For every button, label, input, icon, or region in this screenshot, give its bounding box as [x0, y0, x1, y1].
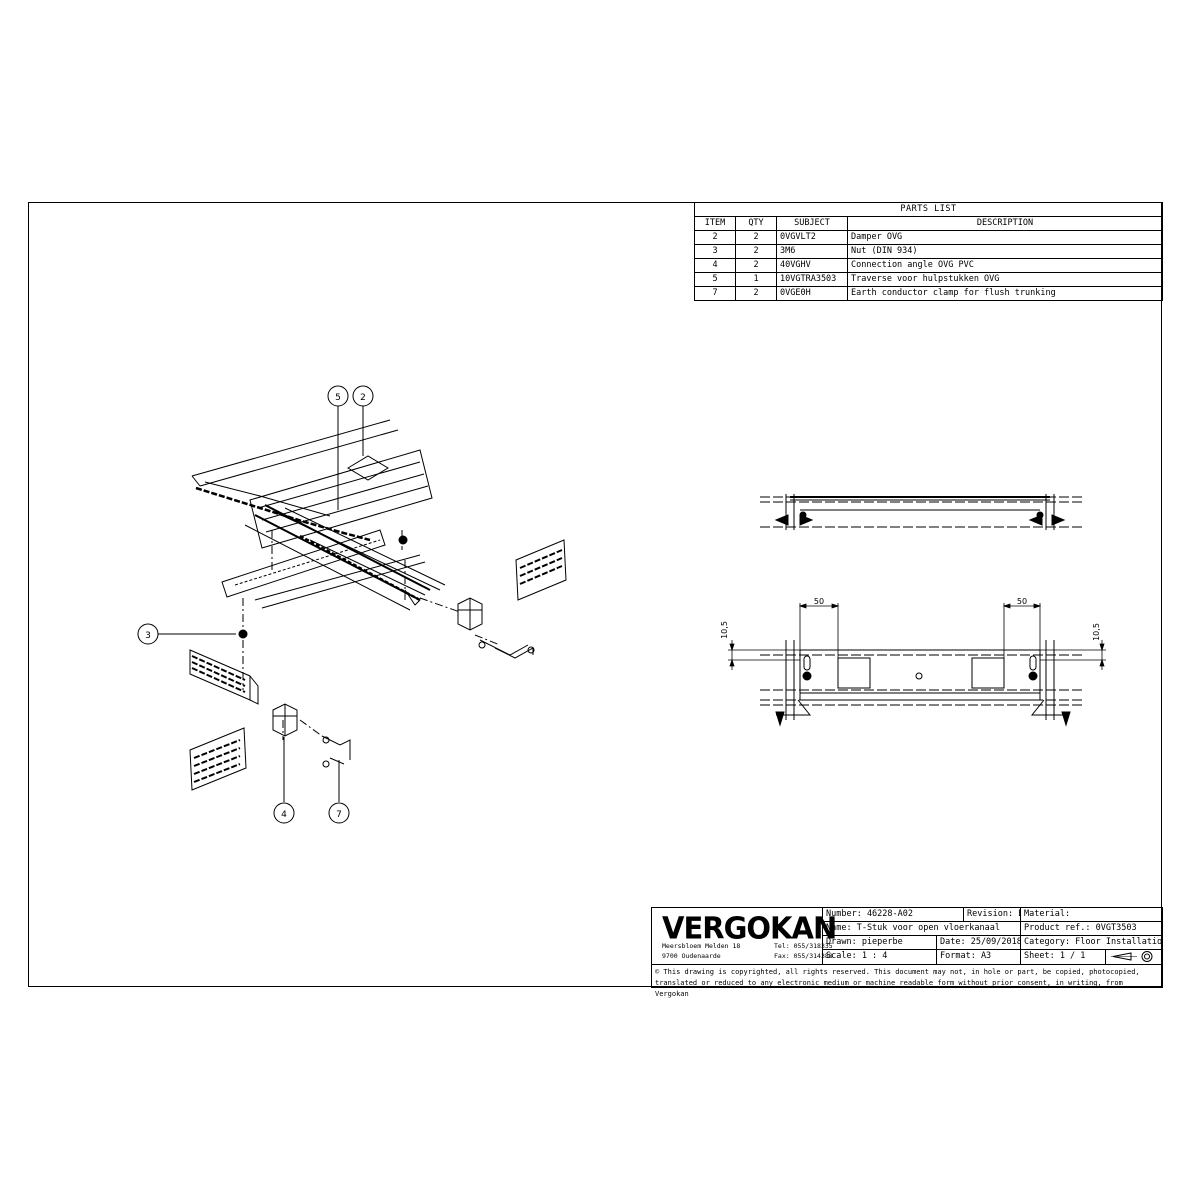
- trunking-section: [515, 539, 567, 601]
- dimension-label: 10,5: [720, 621, 729, 639]
- earth-clamp-part: [321, 639, 535, 768]
- top-view: [760, 640, 1082, 727]
- nut-part: [238, 629, 248, 639]
- balloon: 2: [352, 385, 374, 407]
- cell-description: Earth conductor clamp for flush trunking: [847, 286, 1163, 301]
- cell-item: 7: [694, 286, 736, 301]
- leader-lines: [158, 406, 364, 802]
- drawn-by: Drawn: pieperbe: [823, 936, 937, 950]
- dimension-label: 10,5: [1092, 623, 1101, 641]
- dimension-lines: [728, 603, 1106, 670]
- parts-list-table: PARTS LIST ITEM QTY SUBJECT DESCRIPTION …: [694, 202, 1163, 301]
- material: Material:: [1021, 908, 1162, 922]
- balloon-label: 3: [145, 631, 151, 641]
- fax-number: Fax: 055/314388: [774, 952, 833, 960]
- opening-square: [837, 657, 871, 689]
- balloon-label: 5: [335, 393, 341, 403]
- isometric-exploded-view: [158, 406, 567, 802]
- balloon-label: 4: [281, 810, 287, 820]
- balloon: 4: [273, 802, 295, 824]
- category: Category: Floor Installations: [1021, 936, 1162, 950]
- table-row: 7 2 0VGE0H Earth conductor clamp for flu…: [694, 286, 1163, 301]
- balloon: 5: [327, 385, 349, 407]
- balloon: 3: [137, 623, 159, 645]
- dimension-label: 50: [1017, 597, 1027, 606]
- connection-angle-part: [272, 597, 483, 737]
- explode-lines: [242, 530, 501, 740]
- format: Format: A3: [937, 950, 1021, 965]
- phone-number: Tel: 055/318335: [774, 942, 833, 950]
- first-angle-projection-icon: [1111, 951, 1153, 962]
- drawing-name: Name: T-Stuk voor open vloerkanaal: [823, 922, 1021, 936]
- drawing-number: Number: 46228-A02: [823, 908, 964, 922]
- address-line: 9700 Oudenaarde: [662, 952, 721, 960]
- trunking-channel-cross: [221, 529, 426, 609]
- damper-part: [347, 455, 389, 481]
- balloon-label: 2: [360, 393, 366, 403]
- drawing-frame: [28, 202, 1162, 987]
- front-view: [760, 494, 1082, 530]
- cell-subject: 0VGE0H: [776, 286, 848, 301]
- balloon: 7: [328, 802, 350, 824]
- nut-part: [398, 535, 408, 545]
- date: Date: 25/09/2018: [937, 936, 1021, 950]
- balloon-label: 7: [336, 810, 342, 820]
- projection-symbol: [1106, 950, 1162, 965]
- opening-square: [971, 657, 1005, 689]
- copyright-notice: © This drawing is copyrighted, all right…: [655, 968, 1140, 998]
- company-logo-area: VERGOKAN Meersbloem Melden 18 9700 Ouden…: [652, 908, 837, 965]
- address-line: Meersbloem Melden 18: [662, 942, 741, 950]
- product-ref: Product ref.: 0VGT3503: [1021, 922, 1162, 936]
- company-logo: VERGOKAN: [662, 910, 837, 946]
- title-block: VERGOKAN Meersbloem Melden 18 9700 Ouden…: [651, 907, 1163, 998]
- scale: Scale: 1 : 4: [823, 950, 937, 965]
- traverse-plate: [244, 449, 446, 611]
- trunking-section: [189, 727, 247, 791]
- revision: Revision: E: [964, 908, 1021, 922]
- sheet: Sheet: 1 / 1: [1021, 950, 1106, 965]
- dimension-label: 50: [814, 597, 824, 606]
- trunking-section: [189, 649, 259, 705]
